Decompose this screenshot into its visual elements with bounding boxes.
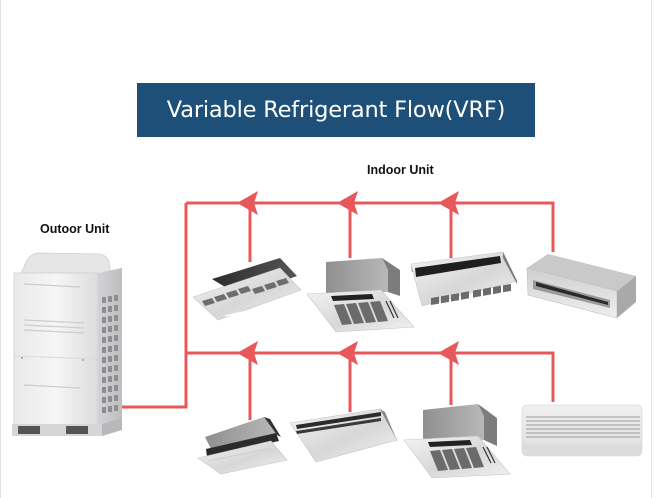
- arrow-left-icon: [438, 341, 459, 365]
- indoor-unit-top-2: [306, 258, 415, 333]
- flow-arrows: [237, 191, 459, 365]
- indoor-unit-top-4: [526, 254, 636, 319]
- outdoor-unit-illustration: [12, 252, 122, 436]
- outdoor-unit-label: Outoor Unit: [40, 222, 110, 236]
- indoor-unit-bottom-1: [197, 417, 288, 475]
- pipe-outdoor-connection: [122, 203, 188, 409]
- indoor-unit-top-3: [410, 251, 518, 307]
- pipe-top-main: [186, 201, 555, 252]
- indoor-unit-top-1: [192, 258, 302, 321]
- indoor-unit-bottom-4: [521, 404, 643, 457]
- indoor-unit-label: Indoor Unit: [367, 163, 434, 177]
- frame-border-right: [651, 0, 652, 498]
- indoor-unit-bottom-3: [403, 404, 511, 479]
- refrigerant-pipes: [122, 201, 555, 420]
- arrow-left-icon: [237, 191, 258, 215]
- arrow-left-icon: [438, 191, 459, 215]
- arrow-left-icon: [337, 341, 358, 365]
- arrow-left-icon: [337, 191, 358, 215]
- title-banner: Variable Refrigerant Flow(VRF): [137, 83, 535, 137]
- pipe-bottom-main: [186, 351, 555, 402]
- arrow-left-icon: [237, 341, 258, 365]
- indoor-unit-bottom-2: [289, 408, 398, 463]
- title-text: Variable Refrigerant Flow(VRF): [166, 97, 506, 123]
- frame-border-left: [0, 0, 1, 498]
